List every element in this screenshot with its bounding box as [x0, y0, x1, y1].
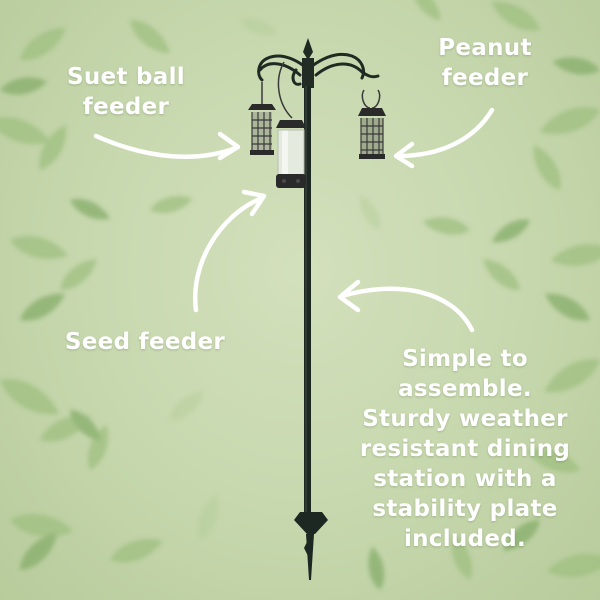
- seed-feeder-label: Seed feeder: [50, 327, 240, 357]
- pole-collar: [302, 58, 314, 88]
- peanut-arrow: [395, 107, 495, 159]
- ground-spike: [306, 534, 314, 580]
- suet-label-line-1: Suet ball: [67, 64, 185, 90]
- assembly-arrow: [339, 286, 475, 333]
- assembly-line-3: Sturdy weather: [362, 406, 568, 432]
- suet-arrow: [93, 133, 239, 159]
- suet-ball-feeder-label: Suet ball feeder: [46, 62, 206, 122]
- assembly-line-1: Simple to: [402, 346, 528, 372]
- suet-ball-feeder: [248, 82, 276, 155]
- stability-plate: [294, 512, 328, 534]
- callout-arrows: [93, 107, 495, 333]
- shepherd-hooks: [257, 52, 380, 86]
- assembly-line-4: resistant dining: [359, 436, 571, 462]
- assembly-line-6: stability plate: [372, 496, 558, 522]
- assembly-line-7: included.: [403, 526, 527, 552]
- suet-label-line-2: feeder: [82, 94, 170, 120]
- peanut-label-line-1: Peanut: [438, 35, 532, 61]
- seed-label-line-1: Seed feeder: [64, 329, 226, 355]
- peanut-feeder-label: Peanut feeder: [410, 33, 560, 93]
- assembly-line-5: station with a: [373, 466, 557, 492]
- peanut-feeder: [358, 89, 386, 159]
- seed-feeder: [276, 61, 306, 188]
- assembly-line-2: assemble.: [398, 376, 532, 402]
- pole-finial: [303, 38, 313, 60]
- seed-arrow: [192, 195, 265, 313]
- assembly-description-label: Simple to assemble. Sturdy weather resis…: [350, 344, 580, 554]
- peanut-label-line-2: feeder: [441, 65, 529, 91]
